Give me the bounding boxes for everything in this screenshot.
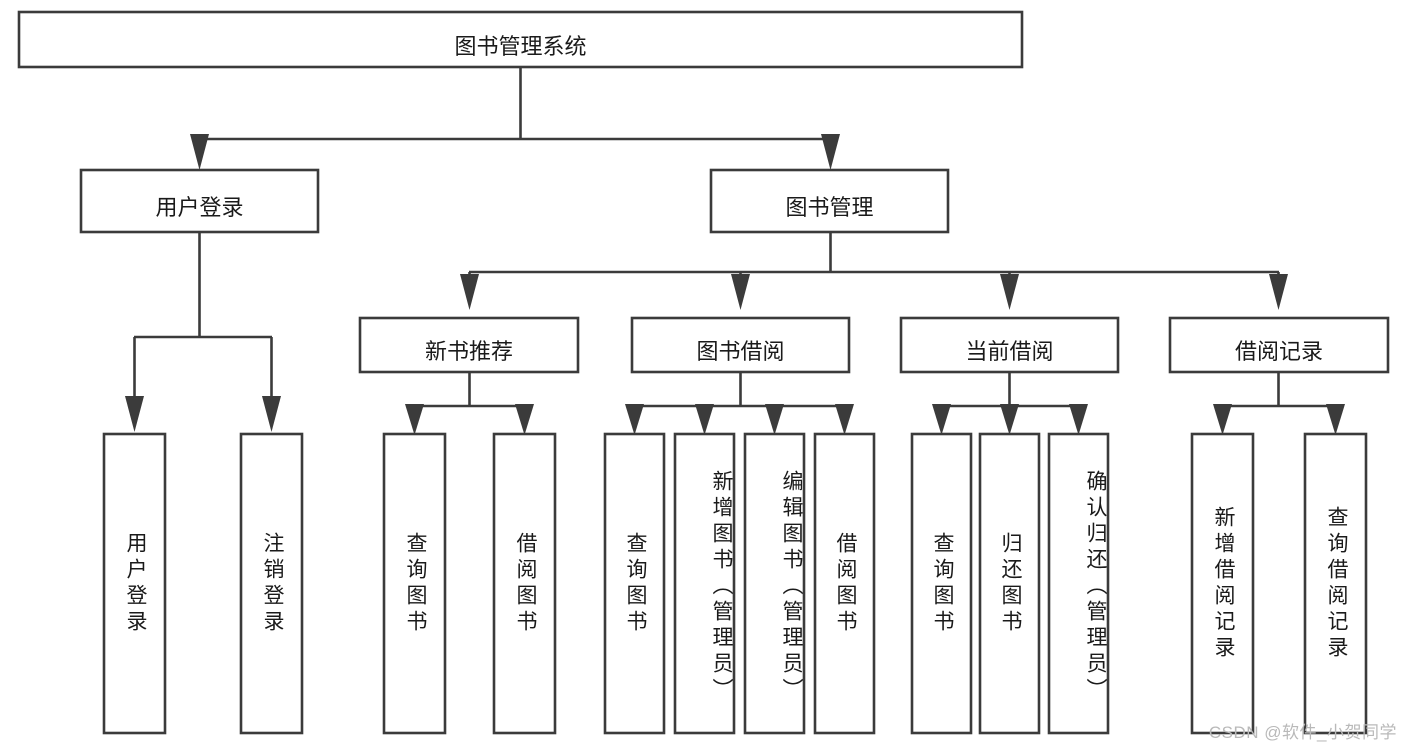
arrowhead-leaf-user-login	[125, 396, 144, 432]
node-leaf-logout-login[interactable]	[239, 432, 304, 735]
node-leaf-query-book-1[interactable]	[382, 432, 447, 735]
node-new-book-recommend[interactable]	[358, 316, 580, 374]
arrowhead-borrow-record	[1269, 274, 1288, 310]
arrowhead-leaf-query-borrow-record	[1326, 404, 1345, 435]
watermark: CSDN @软件_小贺同学	[1208, 723, 1397, 742]
arrowhead-leaf-logout-login	[262, 396, 281, 432]
arrowhead-leaf-add-book	[695, 404, 714, 435]
arrowhead-new-book-recommend	[460, 274, 479, 310]
arrowhead-leaf-edit-book	[765, 404, 784, 435]
arrowhead-current-borrow	[1000, 274, 1019, 310]
node-current-borrow[interactable]	[899, 316, 1120, 374]
connector-root-to-level2	[190, 67, 840, 170]
connector-user-login-to-leaves	[125, 232, 281, 432]
connector-book-management-to-level3	[460, 232, 1288, 310]
connector-new-book-recommend-to-leaves	[405, 372, 534, 435]
node-leaf-add-book[interactable]	[673, 432, 736, 735]
node-book-management[interactable]	[709, 168, 950, 234]
node-leaf-borrow-book-2[interactable]	[813, 432, 876, 735]
arrowhead-leaf-add-borrow-record	[1213, 404, 1232, 435]
node-user-login[interactable]	[79, 168, 320, 234]
arrowhead-leaf-query-book-1	[405, 404, 424, 435]
arrowhead-leaf-borrow-book-1	[515, 404, 534, 435]
node-book-borrow[interactable]	[630, 316, 851, 374]
arrowhead-book-management	[821, 134, 840, 170]
node-leaf-query-book-3[interactable]	[910, 432, 973, 735]
arrowhead-leaf-query-book-2	[625, 404, 644, 435]
arrowhead-leaf-confirm-return	[1069, 404, 1088, 435]
node-leaf-add-borrow-record[interactable]	[1190, 432, 1255, 735]
node-leaf-query-book-2[interactable]	[603, 432, 666, 735]
connector-book-borrow-to-leaves	[625, 372, 854, 435]
node-leaf-confirm-return[interactable]	[1047, 432, 1110, 735]
node-leaf-user-login[interactable]	[102, 432, 167, 735]
arrowhead-leaf-borrow-book-2	[835, 404, 854, 435]
arrowhead-leaf-query-book-3	[932, 404, 951, 435]
node-leaf-return-book[interactable]	[978, 432, 1041, 735]
arrowhead-user-login	[190, 134, 209, 170]
arrowhead-book-borrow	[731, 274, 750, 310]
node-leaf-borrow-book-1[interactable]	[492, 432, 557, 735]
arrowhead-leaf-return-book	[1000, 404, 1019, 435]
node-root[interactable]	[17, 10, 1024, 69]
connector-current-borrow-to-leaves	[932, 372, 1088, 435]
node-leaf-edit-book[interactable]	[743, 432, 806, 735]
node-leaf-query-borrow-record[interactable]	[1303, 432, 1368, 735]
connector-borrow-record-to-leaves	[1213, 372, 1345, 435]
node-borrow-record[interactable]	[1168, 316, 1390, 374]
